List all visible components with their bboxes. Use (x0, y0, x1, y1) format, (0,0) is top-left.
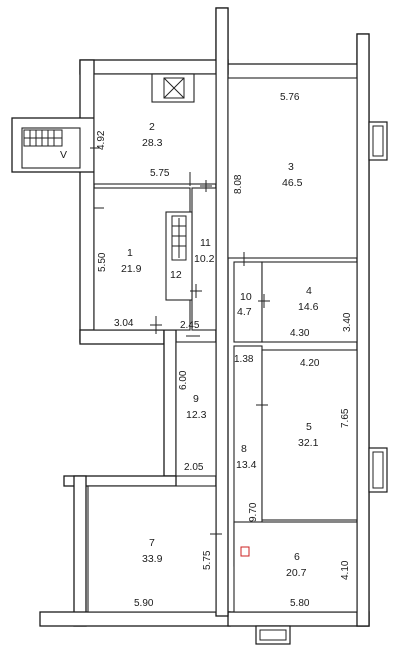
dimension-labels: 4.92 5.75 5.76 8.08 5.50 3.04 2.45 4.30 … (96, 92, 353, 609)
room-6-number: 6 (294, 551, 300, 563)
room-10-number: 10 (240, 291, 252, 303)
dim-5-75-lower: 5.75 (202, 550, 213, 570)
dim-3-04: 3.04 (114, 318, 134, 329)
shaft-box (163, 77, 185, 99)
bottom-entrance (255, 625, 291, 645)
room-8-number: 8 (241, 443, 247, 455)
room-11-area: 10.2 (194, 253, 215, 265)
room-labels: 2 28.3 3 46.5 1 21.9 11 10.2 12 10 4.7 4… (121, 121, 319, 579)
room-5-number: 5 (306, 421, 312, 433)
dim-5-90: 5.90 (134, 598, 154, 609)
dim-2-05: 2.05 (184, 462, 204, 473)
room-5 (261, 349, 358, 521)
room-11-number: 11 (200, 237, 211, 249)
ventilation-shaft (151, 73, 195, 103)
dim-5-76: 5.76 (280, 92, 300, 103)
dim-6-00: 6.00 (178, 370, 189, 390)
door-marks (90, 147, 270, 557)
room-2-number: 2 (149, 121, 155, 133)
room-3-number: 3 (288, 161, 294, 173)
room-3 (227, 77, 358, 259)
dim-4-30: 4.30 (290, 328, 310, 339)
dim-5-75: 5.75 (150, 168, 170, 179)
room-7-number: 7 (149, 537, 155, 549)
room-5-area: 32.1 (298, 437, 319, 449)
top-wall (79, 59, 229, 75)
dim-5-50: 5.50 (97, 252, 108, 272)
room-1-number: 1 (127, 247, 133, 259)
stair-label: V (60, 149, 67, 161)
dim-3-40: 3.40 (342, 312, 353, 332)
stair-flight (171, 215, 187, 261)
rooms (87, 73, 358, 613)
room-9-number: 9 (193, 393, 199, 405)
stair-inner (21, 127, 81, 169)
bottom-wall-right (227, 611, 370, 627)
right-wall (356, 33, 370, 627)
room-9 (175, 341, 217, 477)
dim-4-10: 4.10 (340, 560, 351, 580)
bay-window-top (368, 121, 388, 161)
room-9-area: 12.3 (186, 409, 207, 421)
dim-5-80: 5.80 (290, 598, 310, 609)
dim-2-45: 2.45 (180, 320, 200, 331)
spine-wall (215, 7, 229, 617)
room-4 (261, 261, 358, 343)
room-7 (87, 485, 217, 613)
room-4-area: 14.6 (298, 301, 319, 313)
dim-1-38: 1.38 (234, 354, 254, 365)
room-4-number: 4 (306, 285, 312, 297)
interior-stair (171, 215, 187, 261)
bottom-wall-left (39, 611, 231, 627)
room-1-area: 21.9 (121, 263, 142, 275)
room-6-area: 20.7 (286, 567, 307, 579)
dim-4-20: 4.20 (300, 358, 320, 369)
room-2-area: 28.3 (142, 137, 163, 149)
room-12-number: 12 (170, 269, 182, 281)
dim-4-92: 4.92 (96, 130, 107, 150)
left-corridor-wall (79, 329, 165, 345)
room-10-area: 4.7 (237, 306, 252, 318)
shaft-outer (151, 73, 195, 103)
dim-9-70: 9.70 (248, 502, 259, 522)
bay-window-bottom (368, 447, 388, 493)
dim-8-08: 8.08 (233, 174, 244, 194)
room-11 (191, 187, 217, 331)
left-wall-middle (163, 329, 177, 477)
room-8-area: 13.4 (236, 459, 257, 471)
room-7-area: 33.9 (142, 553, 163, 565)
room-3-area: 46.5 (282, 177, 303, 189)
room-6 (233, 521, 358, 613)
entrance-stair: V (11, 117, 95, 173)
meter-icon (240, 546, 250, 557)
dim-7-65: 7.65 (340, 408, 351, 428)
left-wall-upper (79, 59, 95, 343)
bay-windows (255, 121, 388, 645)
left-wall-lower (73, 475, 87, 627)
